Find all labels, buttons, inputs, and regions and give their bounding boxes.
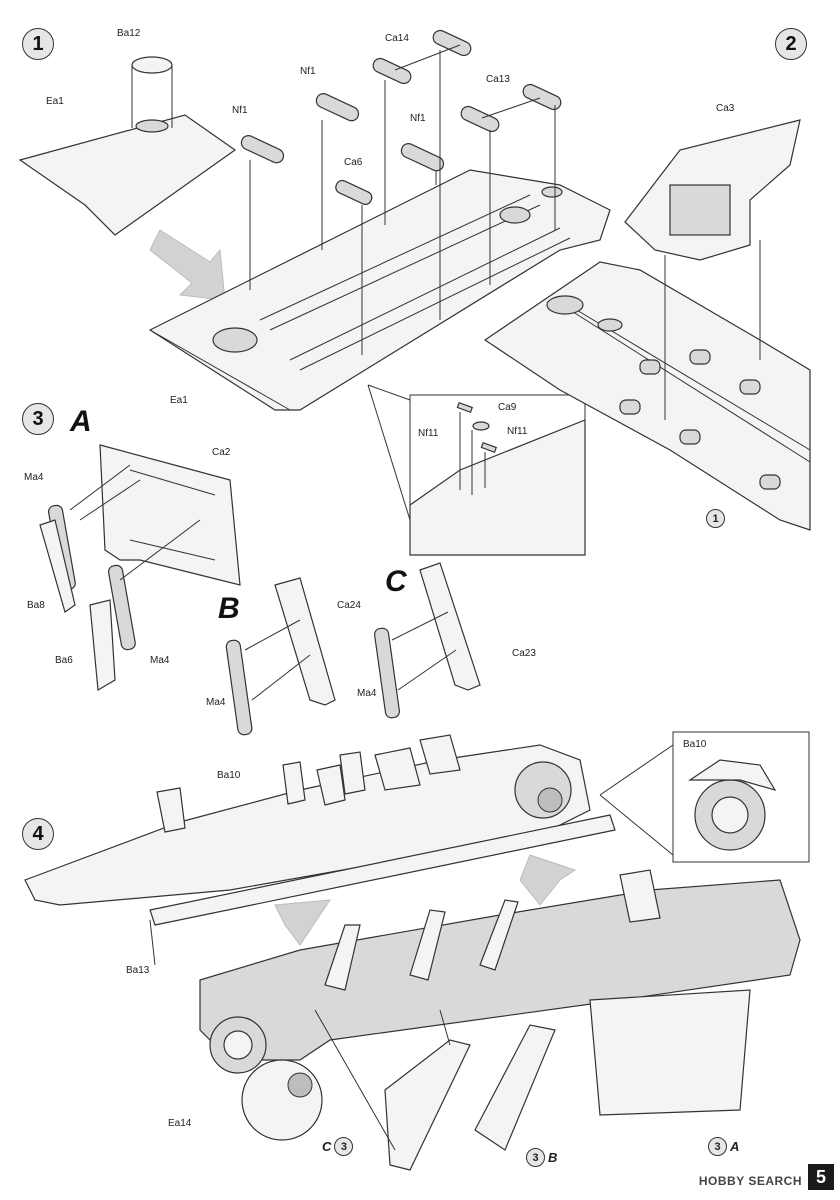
label-ea14: Ea14 (168, 1118, 192, 1129)
label-nf1-a: Nf1 (232, 105, 248, 116)
label-ba12: Ba12 (117, 28, 141, 39)
ref-3a: 3 A (708, 1137, 739, 1156)
label-ba10-main: Ba10 (217, 770, 241, 781)
watermark: HOBBY SEARCH (698, 1174, 802, 1188)
spring-ma4-c (225, 639, 253, 736)
arm-ca24 (274, 577, 336, 706)
subassembly-c-label: C (385, 565, 407, 598)
road-wheel-hub (514, 761, 572, 819)
label-nf11-a: Nf11 (418, 428, 439, 439)
side-wall-ba10 (24, 744, 591, 906)
label-ea1-top: Ea1 (46, 96, 64, 107)
cover-plate-ea1 (18, 114, 237, 236)
ref-3a-circle: 3 (708, 1137, 727, 1156)
label-ca6: Ca6 (344, 157, 363, 168)
frame-ca2 (99, 444, 241, 586)
plate-ba6 (89, 599, 116, 691)
label-ba8: Ba8 (27, 600, 45, 611)
label-ca23: Ca23 (512, 648, 536, 659)
label-nf1-c: Nf1 (410, 113, 426, 124)
subassembly-b-label: B (218, 592, 240, 625)
label-ca24: Ca24 (337, 600, 361, 611)
step-4-marker: 4 (22, 818, 54, 850)
label-ca3: Ca3 (716, 103, 735, 114)
label-ba6: Ba6 (55, 655, 73, 666)
ref-3c: C 3 (322, 1137, 354, 1156)
label-ca9: Ca9 (498, 402, 517, 413)
ref-3b-circle: 3 (526, 1148, 545, 1167)
final-drive (209, 1016, 267, 1074)
step-1-marker: 1 (22, 28, 54, 60)
label-ea1-bottom: Ea1 (170, 395, 188, 406)
label-ma4-c: Ma4 (206, 697, 226, 708)
label-ca2: Ca2 (212, 447, 231, 458)
torsion-bars (240, 29, 562, 206)
part-ba12 (131, 56, 173, 74)
ref-3c-letter: C (322, 1139, 332, 1154)
label-ba13: Ba13 (126, 965, 150, 976)
hull-floor-ea1 (148, 169, 611, 411)
ref-3b-letter: B (548, 1150, 558, 1165)
arm-ca23 (419, 562, 481, 691)
label-nf11-b: Nf11 (507, 426, 528, 437)
step-3-marker: 3 (22, 403, 54, 435)
ref-3a-letter: A (730, 1139, 740, 1154)
label-ma4-b: Ma4 (150, 655, 170, 666)
label-ma4-a: Ma4 (24, 472, 44, 483)
plate-ba8 (39, 519, 76, 613)
label-nf1-b: Nf1 (300, 66, 316, 77)
label-ca14: Ca14 (385, 33, 409, 44)
subassembly-a-label: A (70, 405, 92, 438)
spring-ma4-d (373, 627, 401, 719)
label-ca13: Ca13 (486, 74, 510, 85)
ref-3b: 3 B (526, 1148, 557, 1167)
sprocket-cover-ea14 (241, 1059, 323, 1141)
label-ba10-detail: Ba10 (683, 739, 707, 750)
ref-step-1: 1 (706, 509, 725, 528)
ref-step-1-circle: 1 (706, 509, 725, 528)
page-number: 5 (808, 1164, 834, 1190)
direction-arrow (149, 229, 226, 301)
ref-3c-circle: 3 (334, 1137, 354, 1156)
step-2-marker: 2 (775, 28, 807, 60)
label-ma4-d: Ma4 (357, 688, 377, 699)
spring-ma4-b (107, 564, 136, 651)
